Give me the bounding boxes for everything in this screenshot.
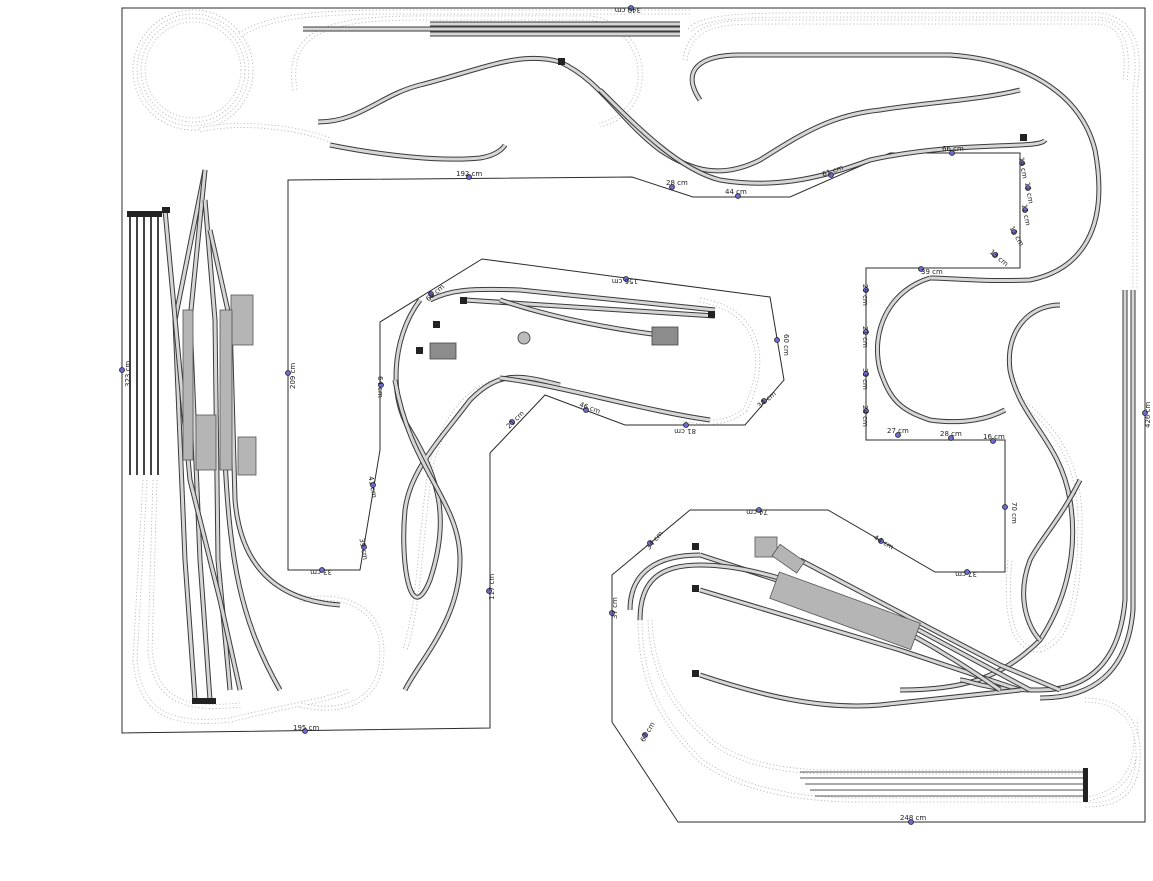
dim-lower-right-side: 37 cm xyxy=(611,597,619,619)
dim-seg-a: 14 cm xyxy=(1017,156,1029,179)
dim-lower-right-diag: 44 cm xyxy=(872,534,895,552)
dim-right-hole-side: 70 cm xyxy=(1010,502,1018,524)
dim-bottom-a: 27 cm xyxy=(887,427,909,435)
dim-left-hole-seg-b: 41 cm xyxy=(367,476,379,499)
dim-step-b: 44 cm xyxy=(725,188,747,196)
dim-left-hole-seg-c: 64 cm xyxy=(376,376,384,398)
dim-left-c: 33 cm xyxy=(861,368,869,390)
hidden-storage-yard xyxy=(800,768,1088,802)
visible-tracks xyxy=(162,21,1136,709)
dim-right-hole-top: 66 cm xyxy=(942,145,964,153)
dim-seg-b: 11 cm xyxy=(1023,181,1035,204)
left-storage-yard xyxy=(127,207,216,704)
dim-bottom-c: 16 cm xyxy=(983,433,1005,441)
dim-step-a: 28 cm xyxy=(666,179,688,187)
dim-inner-top: 39 cm xyxy=(921,268,943,276)
dim-left-hole-side: 209 cm xyxy=(289,363,297,389)
dim-island-right: 60 cm xyxy=(782,334,790,356)
dim-left-b: 21 cm xyxy=(861,326,869,348)
dim-island-bottom: 81 cm xyxy=(674,427,696,435)
dim-lower-right-top: 74 cm xyxy=(746,508,768,516)
dim-right-side: 426 cm xyxy=(1144,402,1152,428)
dim-island-notch: 21 cm xyxy=(505,409,526,430)
structures xyxy=(182,58,1027,677)
dim-left-side: 323 cm xyxy=(124,361,132,387)
dim-center-side: 117 cm xyxy=(488,574,496,600)
dim-bottom-right: 248 cm xyxy=(900,814,926,822)
dim-bottom-b: 28 cm xyxy=(940,430,962,438)
dim-island-top: 156 cm xyxy=(612,277,638,285)
dim-seg-d: 11 cm xyxy=(1008,225,1026,248)
dim-right-hole-low: 37 cm xyxy=(955,570,977,578)
dim-left-hole-bottom: 33 cm xyxy=(310,568,332,576)
dim-island-bottom-left: 46 cm xyxy=(578,401,601,416)
dim-island-right-low: 34 cm xyxy=(756,390,778,410)
dim-top: 340 cm xyxy=(615,6,641,14)
dim-left-a: 29 cm xyxy=(861,284,869,306)
dim-lower-left-diag: 67 cm xyxy=(639,721,657,744)
dim-lower-right-left: 34 cm xyxy=(645,529,665,551)
dim-seg-e: 13 cm xyxy=(988,248,1010,268)
dim-left-d: 24 cm xyxy=(861,405,869,427)
dim-seg-c: 11 cm xyxy=(1020,203,1032,226)
dim-left-hole-top: 192 cm xyxy=(456,170,482,178)
dim-left-hole-seg-a: 39 cm xyxy=(358,538,370,561)
dim-bottom-left: 195 cm xyxy=(293,724,319,732)
hidden-tracks xyxy=(132,9,1141,808)
